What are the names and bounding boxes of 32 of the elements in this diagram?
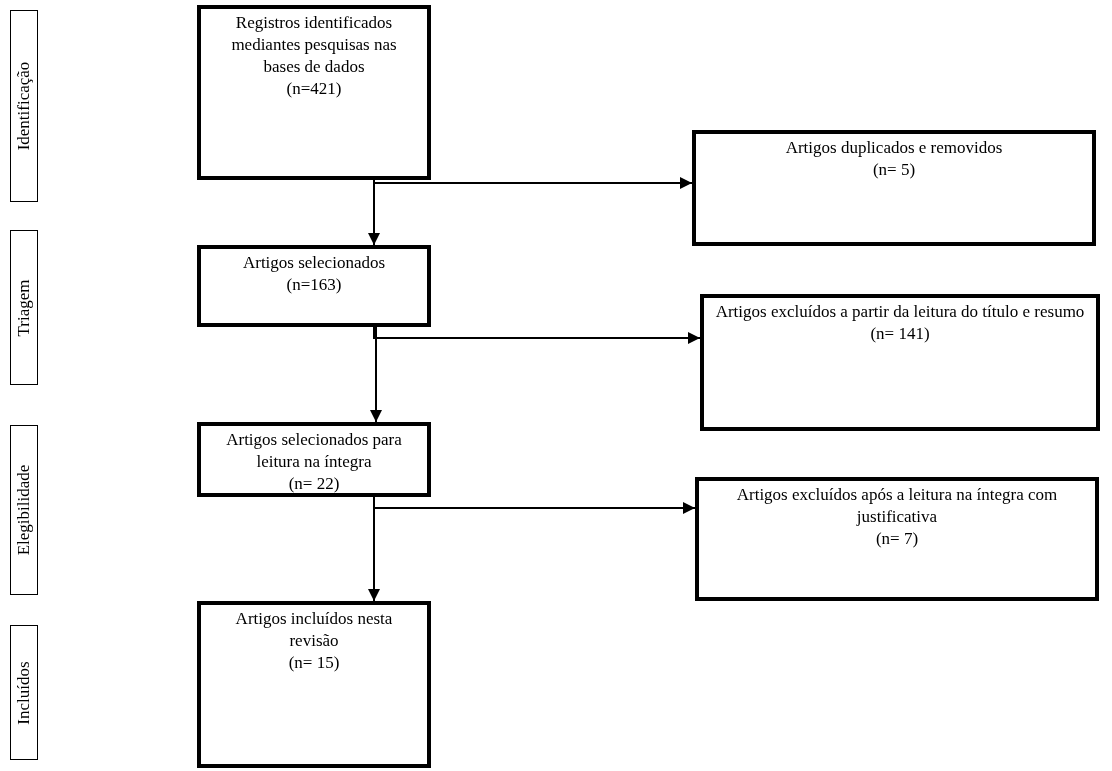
process-box <box>692 130 1096 246</box>
stage-box <box>10 625 38 760</box>
box-text: Registros identificados mediantes pesquisas nas bases de dados <box>230 12 398 78</box>
stage-label: Triagem <box>13 279 34 336</box>
count-text: (n= 15) <box>287 652 341 674</box>
count-text: (n=421) <box>285 78 343 100</box>
process-box <box>197 245 431 327</box>
box-text: Artigos excluídos após a leitura na íntegra com justificativa <box>735 484 1059 528</box>
count-text: (n= 5) <box>871 159 917 181</box>
count-text: (n= 22) <box>287 473 341 495</box>
process-box <box>700 294 1100 431</box>
count-text: (n= 7) <box>874 528 920 550</box>
stage-label: Incluídos <box>13 660 34 725</box>
process-box <box>695 477 1099 601</box>
count-text: (n=163) <box>285 274 343 296</box>
arrow <box>373 326 701 344</box>
box-text: Artigos selecionados para leitura na íntegra <box>225 429 403 473</box>
box-text: Artigos excluídos a partir da leitura do título e resumo <box>714 301 1086 323</box>
arrow <box>373 177 693 189</box>
process-box <box>197 5 431 180</box>
stage-label: Identificação <box>13 61 34 151</box>
stage-box <box>10 425 38 595</box>
arrow <box>370 326 382 423</box>
count-text: (n= 141) <box>869 323 931 345</box>
box-text: Artigos selecionados <box>241 252 387 274</box>
box-text: Artigos incluídos nesta revisão <box>234 608 394 652</box>
stage-box <box>10 230 38 385</box>
process-box <box>197 422 431 497</box>
stage-label: Elegibilidade <box>13 464 34 556</box>
process-box <box>197 601 431 768</box>
box-text: Artigos duplicados e removidos <box>784 137 1004 159</box>
stage-box <box>10 10 38 202</box>
